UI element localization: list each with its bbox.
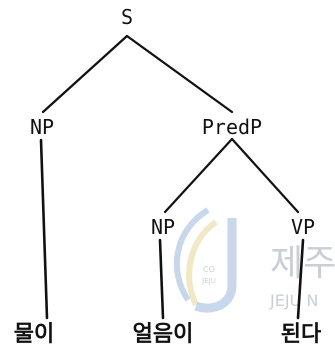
watermark-seal-mid: JEJU (201, 277, 216, 285)
edge-np-complement-leaf (158, 238, 165, 320)
node-vp: VP (291, 215, 315, 239)
node-np-subject: NP (30, 115, 54, 139)
edge-predp-np (163, 137, 234, 214)
leaf-verb-word: 된다 (281, 322, 322, 347)
edge-s-np (41, 34, 129, 114)
node-predp: PredP (202, 115, 262, 139)
edge-np-subject-leaf (39, 138, 49, 320)
leaf-subject-word: 물이 (14, 322, 54, 347)
watermark-seal: CO JEJU (173, 207, 237, 313)
edge-s-predp (125, 34, 234, 114)
watermark-seal-top: CO (203, 265, 215, 274)
tree-leaves: 물이 얼음이 된다 (14, 322, 322, 347)
node-np-complement: NP (151, 215, 175, 239)
leaf-complement-word: 얼음이 (133, 322, 194, 347)
tree-nodes: S NP PredP NP VP (30, 5, 315, 239)
edge-predp-vp (230, 137, 300, 214)
edge-vp-leaf (296, 238, 305, 320)
watermark-subtitle: JEJU N (269, 291, 318, 310)
node-s: S (121, 5, 133, 29)
tree-edges (39, 34, 305, 320)
